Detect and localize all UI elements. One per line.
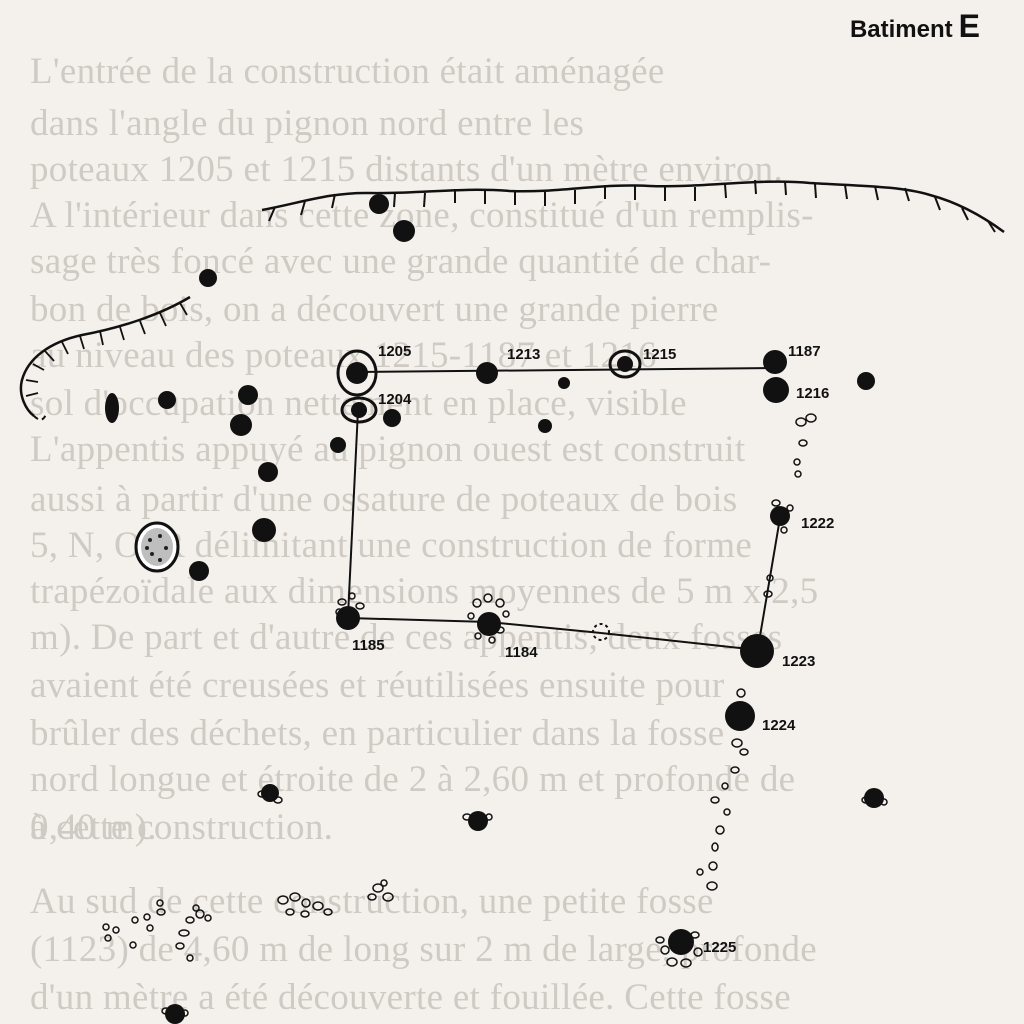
title-word: Batiment: [849, 16, 953, 43]
wall-south-3: [600, 632, 759, 651]
label-1225: 1225: [703, 939, 736, 956]
bleed-text-line: nord longue et étroite de 2 à 2,60 m et …: [30, 759, 796, 800]
label-1184: 1184: [505, 644, 538, 661]
bleed-text-line: trapézoïdale aux dimensions moyennes de …: [30, 571, 819, 612]
excavation-edge-west: [19, 295, 191, 417]
wall-west: [347, 409, 359, 617]
bleed-text-line: brûler des déchets, en particulier dans …: [30, 713, 725, 754]
dashed-post-hole: [592, 623, 610, 641]
label-1185: 1185: [352, 637, 385, 654]
ringed-post-holes: [336, 349, 642, 424]
bleed-text-line: d'un mètre a été découverte et fouillée.…: [30, 977, 791, 1018]
wall-south-2: [488, 621, 602, 634]
stake-holes: [102, 413, 888, 1017]
bleed-text-line: A l'intérieur dans cette zone, constitué…: [30, 195, 814, 236]
post-holes: [105, 194, 884, 1024]
bleed-text-line: 0,40 m).: [30, 807, 157, 848]
bleed-text-line: L'entrée de la construction était aménag…: [30, 51, 665, 92]
edge-hachures-north: [268, 179, 996, 233]
excavation-edge-north: [261, 180, 1005, 234]
stippled-pit: [134, 521, 180, 573]
bleed-text-line: sage très foncé avec une grande quantité…: [30, 241, 772, 282]
bleed-text-line: aussi à partir d'une ossature de poteaux…: [30, 479, 738, 520]
bleed-text-line: L'appentis appuyé au pignon ouest est co…: [30, 429, 746, 470]
excavation-edge-west-dashed: [33, 413, 47, 421]
label-1187: 1187: [788, 343, 821, 360]
bleed-text-line: m). De part et d'autre de ces appentis, …: [30, 617, 783, 658]
label-1224: 1224: [762, 717, 796, 734]
wall-south-1: [347, 617, 490, 623]
edge-hachures-west: [25, 302, 188, 397]
label-1223: 1223: [782, 653, 815, 670]
label-1215: 1215: [643, 346, 676, 363]
wall-north: [357, 367, 777, 373]
bleed-text-line: à cette construction.: [30, 807, 334, 848]
bleed-text-line: dans l'angle du pignon nord entre les: [30, 103, 585, 144]
bleed-text-line: poteaux 1205 et 1215 distants d'un mètre…: [30, 149, 784, 190]
wall-east: [757, 517, 781, 649]
label-1213: 1213: [507, 346, 540, 363]
building-outline: [347, 367, 781, 651]
label-1222: 1222: [801, 515, 834, 532]
bleed-text-line: bon de bois, on a découvert une grande p…: [30, 289, 719, 330]
label-1216: 1216: [796, 385, 829, 402]
label-1204: 1204: [378, 391, 412, 408]
title-letter: E: [958, 8, 980, 44]
feature-labels: 1205 1213 1215 1187 1216 1204 1222 1185 …: [352, 343, 834, 956]
bleed-text-line: avaient été creusées et réutilisées ensu…: [30, 665, 725, 706]
label-1205: 1205: [378, 343, 411, 360]
